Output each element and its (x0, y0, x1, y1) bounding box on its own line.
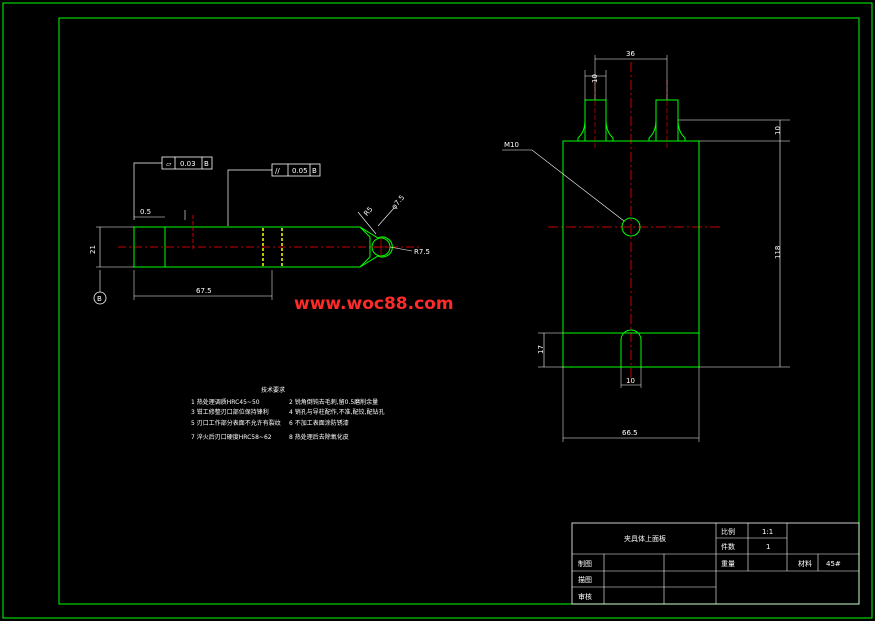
inner-border (58, 17, 860, 605)
dim-66-5: 66.5 (622, 429, 638, 437)
dim-10-slot: 10 (626, 377, 635, 385)
gtol-parallel-datum: B (312, 167, 317, 175)
dim-phi-7-5: φ7.5 (390, 194, 406, 211)
note-6: 6 不加工表面涂防锈漆 (289, 419, 349, 427)
gtol-parallel-frame: // 0.05 B (227, 163, 321, 226)
tb-part-name: 夹具体上面板 (624, 534, 666, 543)
tb-material-label: 材料 (798, 559, 812, 568)
gtol-flatness-datum: B (204, 160, 209, 168)
note-2: 2 锐角倒钝去毛刺,留0.5磨削余量 (289, 398, 378, 406)
dim-m10: M10 (504, 141, 519, 149)
dim-0-5: 0.5 (140, 208, 151, 216)
dim-10-top: 10 (591, 74, 599, 83)
tb-scale-value: 1:1 (762, 528, 773, 536)
dim-r7-5: R7.5 (414, 248, 430, 256)
tb-scale-label: 比例 (721, 527, 735, 536)
gtol-flatness-frame: ▱ 0.03 B (133, 156, 213, 220)
front-bottom-slot (620, 329, 642, 367)
dim-67-5: 67.5 (196, 287, 212, 295)
dim-36: 36 (626, 50, 635, 58)
gtol-flatness-value: 0.03 (180, 160, 196, 168)
datum-b-label: B (97, 295, 102, 303)
gtol-parallel-value: 0.05 (292, 167, 308, 175)
note-5: 5 刃口工作部分表面不允许有裂纹 (191, 419, 281, 427)
tb-weight-label: 重量 (721, 560, 735, 568)
dim-r5: R5 (362, 205, 374, 217)
dim-17: 17 (537, 345, 545, 354)
tb-drawn-label: 制图 (578, 559, 592, 568)
note-7: 7 淬火后刃口硬度HRC58~62 (191, 433, 272, 441)
note-8: 8 热处理后去除氧化皮 (289, 433, 349, 441)
dim-10-right: 10 (774, 126, 782, 135)
dim-21: 21 (89, 245, 97, 254)
side-view: ▱ 0.03 B // 0.05 B 0.5 21 67.5 R5 φ7.5 (89, 156, 430, 305)
gtol-flatness-symbol: ▱ (166, 160, 172, 168)
note-3: 3 钳工修整刃口部位保持锋利 (191, 408, 269, 416)
front-lug-left (584, 99, 607, 141)
tb-qty-label: 件数 (721, 542, 735, 551)
tb-checked-label: 审核 (578, 592, 592, 601)
note-1: 1 热处理调质HRC45~50 (191, 398, 260, 406)
tb-qty-value: 1 (766, 543, 770, 551)
technical-notes: 技术要求 1 热处理调质HRC45~50 2 锐角倒钝去毛刺,留0.5磨削余量 … (191, 386, 384, 441)
watermark-text: www.woc88.com (294, 294, 454, 314)
dim-118: 118 (774, 246, 782, 259)
title-block: 夹具体上面板 比例 1:1 件数 1 重量 材料 45# 制图 描图 审核 (571, 522, 860, 605)
tb-designed-label: 描图 (578, 575, 592, 584)
notes-title: 技术要求 (261, 386, 285, 394)
tb-material-value: 45# (826, 560, 841, 568)
note-4: 4 销孔与导柱配作,不准,配铰,配钻孔 (289, 408, 384, 416)
front-m10-hole (621, 217, 641, 237)
gtol-parallel-symbol: // (275, 167, 280, 175)
front-view: 36 10 10 M10 118 17 10 66.5 (502, 50, 790, 442)
front-lug-right (655, 99, 679, 141)
front-body (562, 140, 700, 368)
